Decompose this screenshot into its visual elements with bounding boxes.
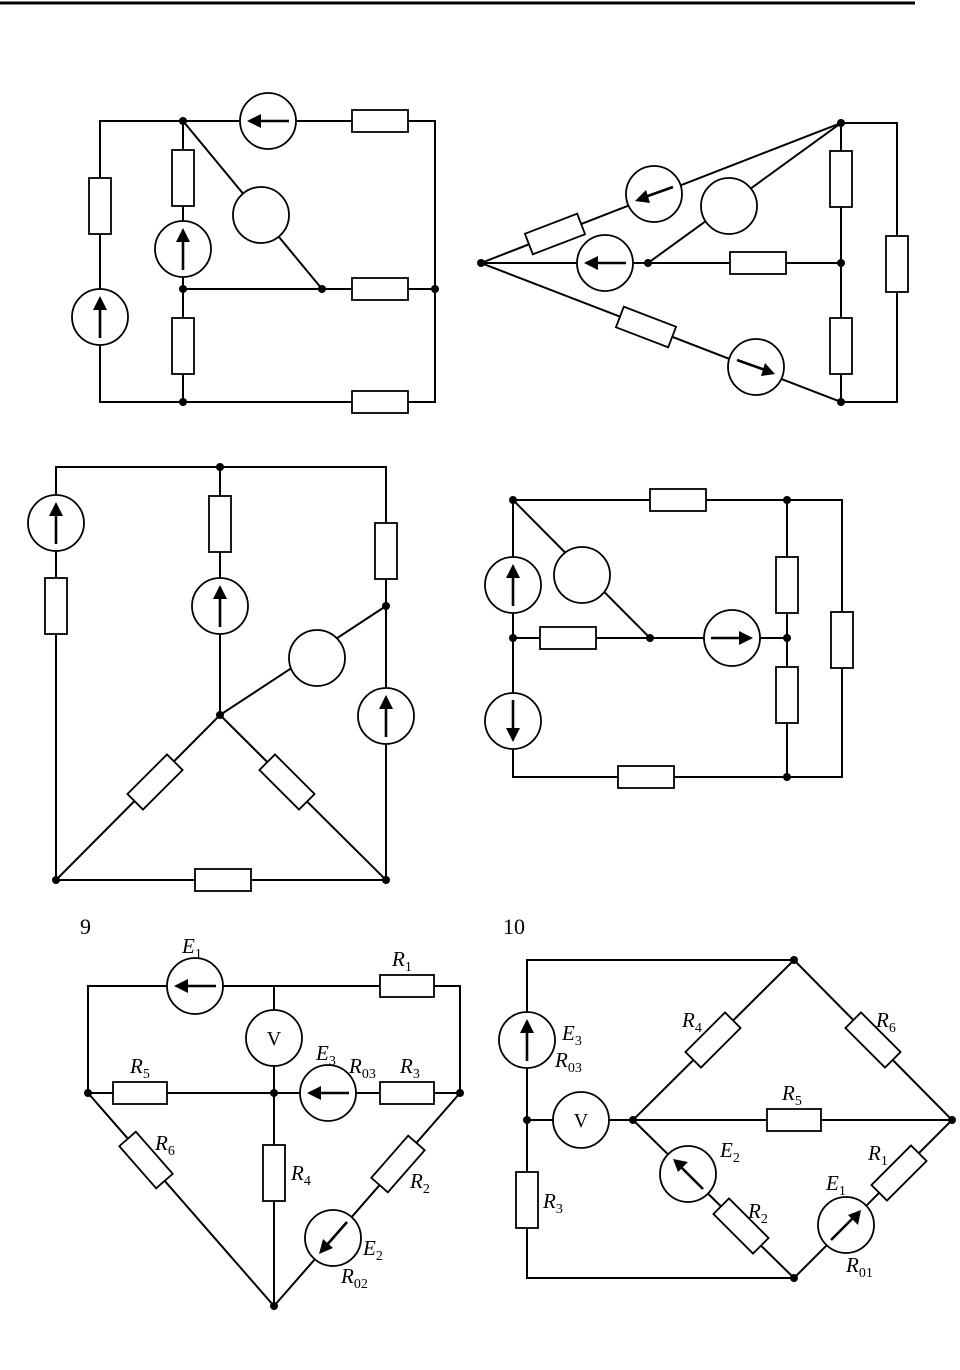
resistor <box>127 754 182 809</box>
resistor <box>616 307 676 348</box>
resistor <box>776 557 798 613</box>
label-r1: R1 <box>391 947 412 975</box>
voltage-source <box>626 166 682 222</box>
resistor <box>830 151 852 207</box>
label-r2: R2 <box>409 1169 430 1197</box>
voltage-source-e1 <box>167 958 223 1014</box>
figure-number-10: 10 <box>503 914 525 939</box>
label-r2: R2 <box>747 1199 768 1227</box>
resistor <box>352 278 408 300</box>
label-e3: E3 <box>561 1021 582 1049</box>
resistor <box>525 214 585 255</box>
resistor-r1 <box>380 975 434 997</box>
label-r01: R01 <box>845 1253 873 1281</box>
meter-circle <box>701 178 757 234</box>
voltage-source <box>485 557 541 613</box>
resistor <box>830 318 852 374</box>
label-r4: R4 <box>681 1008 702 1036</box>
resistor <box>195 869 251 891</box>
meter-circle <box>289 630 345 686</box>
label-r1: R1 <box>867 1141 888 1169</box>
circuit-9: 9 V E1 R1 E3 <box>80 914 464 1310</box>
resistor <box>618 766 674 788</box>
resistor <box>352 110 408 132</box>
label-e1: E1 <box>825 1171 846 1199</box>
voltage-source-e1 <box>818 1197 874 1253</box>
voltmeter: V <box>553 1092 609 1148</box>
voltage-source <box>485 693 541 749</box>
circuit-d <box>485 489 853 788</box>
label-r03: R03 <box>554 1048 582 1076</box>
meter-circle <box>554 547 610 603</box>
voltage-source-e3 <box>300 1065 356 1121</box>
label-e3: E3 <box>315 1041 336 1069</box>
resistor-r5 <box>767 1109 821 1131</box>
circuit-a <box>72 93 439 413</box>
voltage-source-e3 <box>499 1012 555 1068</box>
resistor <box>730 252 786 274</box>
voltage-source <box>155 221 211 277</box>
resistor <box>352 391 408 413</box>
voltage-source <box>728 339 784 395</box>
label-r5: R5 <box>129 1054 150 1082</box>
resistor-r3 <box>380 1082 434 1104</box>
resistor <box>209 496 231 552</box>
resistor <box>45 578 67 634</box>
label-r03: R03 <box>348 1054 376 1082</box>
resistor <box>831 612 853 668</box>
resistor <box>89 178 111 234</box>
figure-number-9: 9 <box>80 914 91 939</box>
label-e1: E1 <box>181 934 202 962</box>
label-r6: R6 <box>154 1131 175 1159</box>
resistor <box>776 667 798 723</box>
resistor <box>650 489 706 511</box>
circuit-b <box>477 119 908 406</box>
resistor <box>259 754 314 809</box>
resistor <box>886 236 908 292</box>
voltmeter-label: V <box>574 1110 589 1132</box>
label-r4: R4 <box>290 1161 311 1189</box>
voltmeter-label: V <box>267 1028 282 1050</box>
label-r5: R5 <box>781 1081 802 1109</box>
circuit-c <box>28 463 414 891</box>
label-e2: E2 <box>362 1236 383 1264</box>
label-r3: R3 <box>542 1189 563 1217</box>
voltage-source <box>240 93 296 149</box>
label-r6: R6 <box>875 1008 896 1036</box>
voltage-source-e2 <box>305 1210 361 1266</box>
resistor <box>540 627 596 649</box>
label-r3: R3 <box>399 1054 420 1082</box>
circuit-10: 10 V E3 R03 <box>499 914 956 1282</box>
resistor-r5 <box>113 1082 167 1104</box>
voltage-source-e2 <box>660 1146 716 1202</box>
resistor <box>375 523 397 579</box>
label-e2: E2 <box>719 1138 740 1166</box>
voltage-source <box>358 688 414 744</box>
voltage-source <box>704 610 760 666</box>
voltage-source <box>72 289 128 345</box>
voltage-source <box>28 495 84 551</box>
resistor-r4 <box>263 1145 285 1201</box>
meter-circle <box>233 187 289 243</box>
resistor <box>172 150 194 206</box>
voltage-source <box>577 235 633 291</box>
voltmeter: V <box>246 1010 302 1066</box>
label-r02: R02 <box>340 1264 368 1292</box>
voltage-source <box>192 578 248 634</box>
resistor-r3 <box>516 1172 538 1228</box>
resistor <box>172 318 194 374</box>
